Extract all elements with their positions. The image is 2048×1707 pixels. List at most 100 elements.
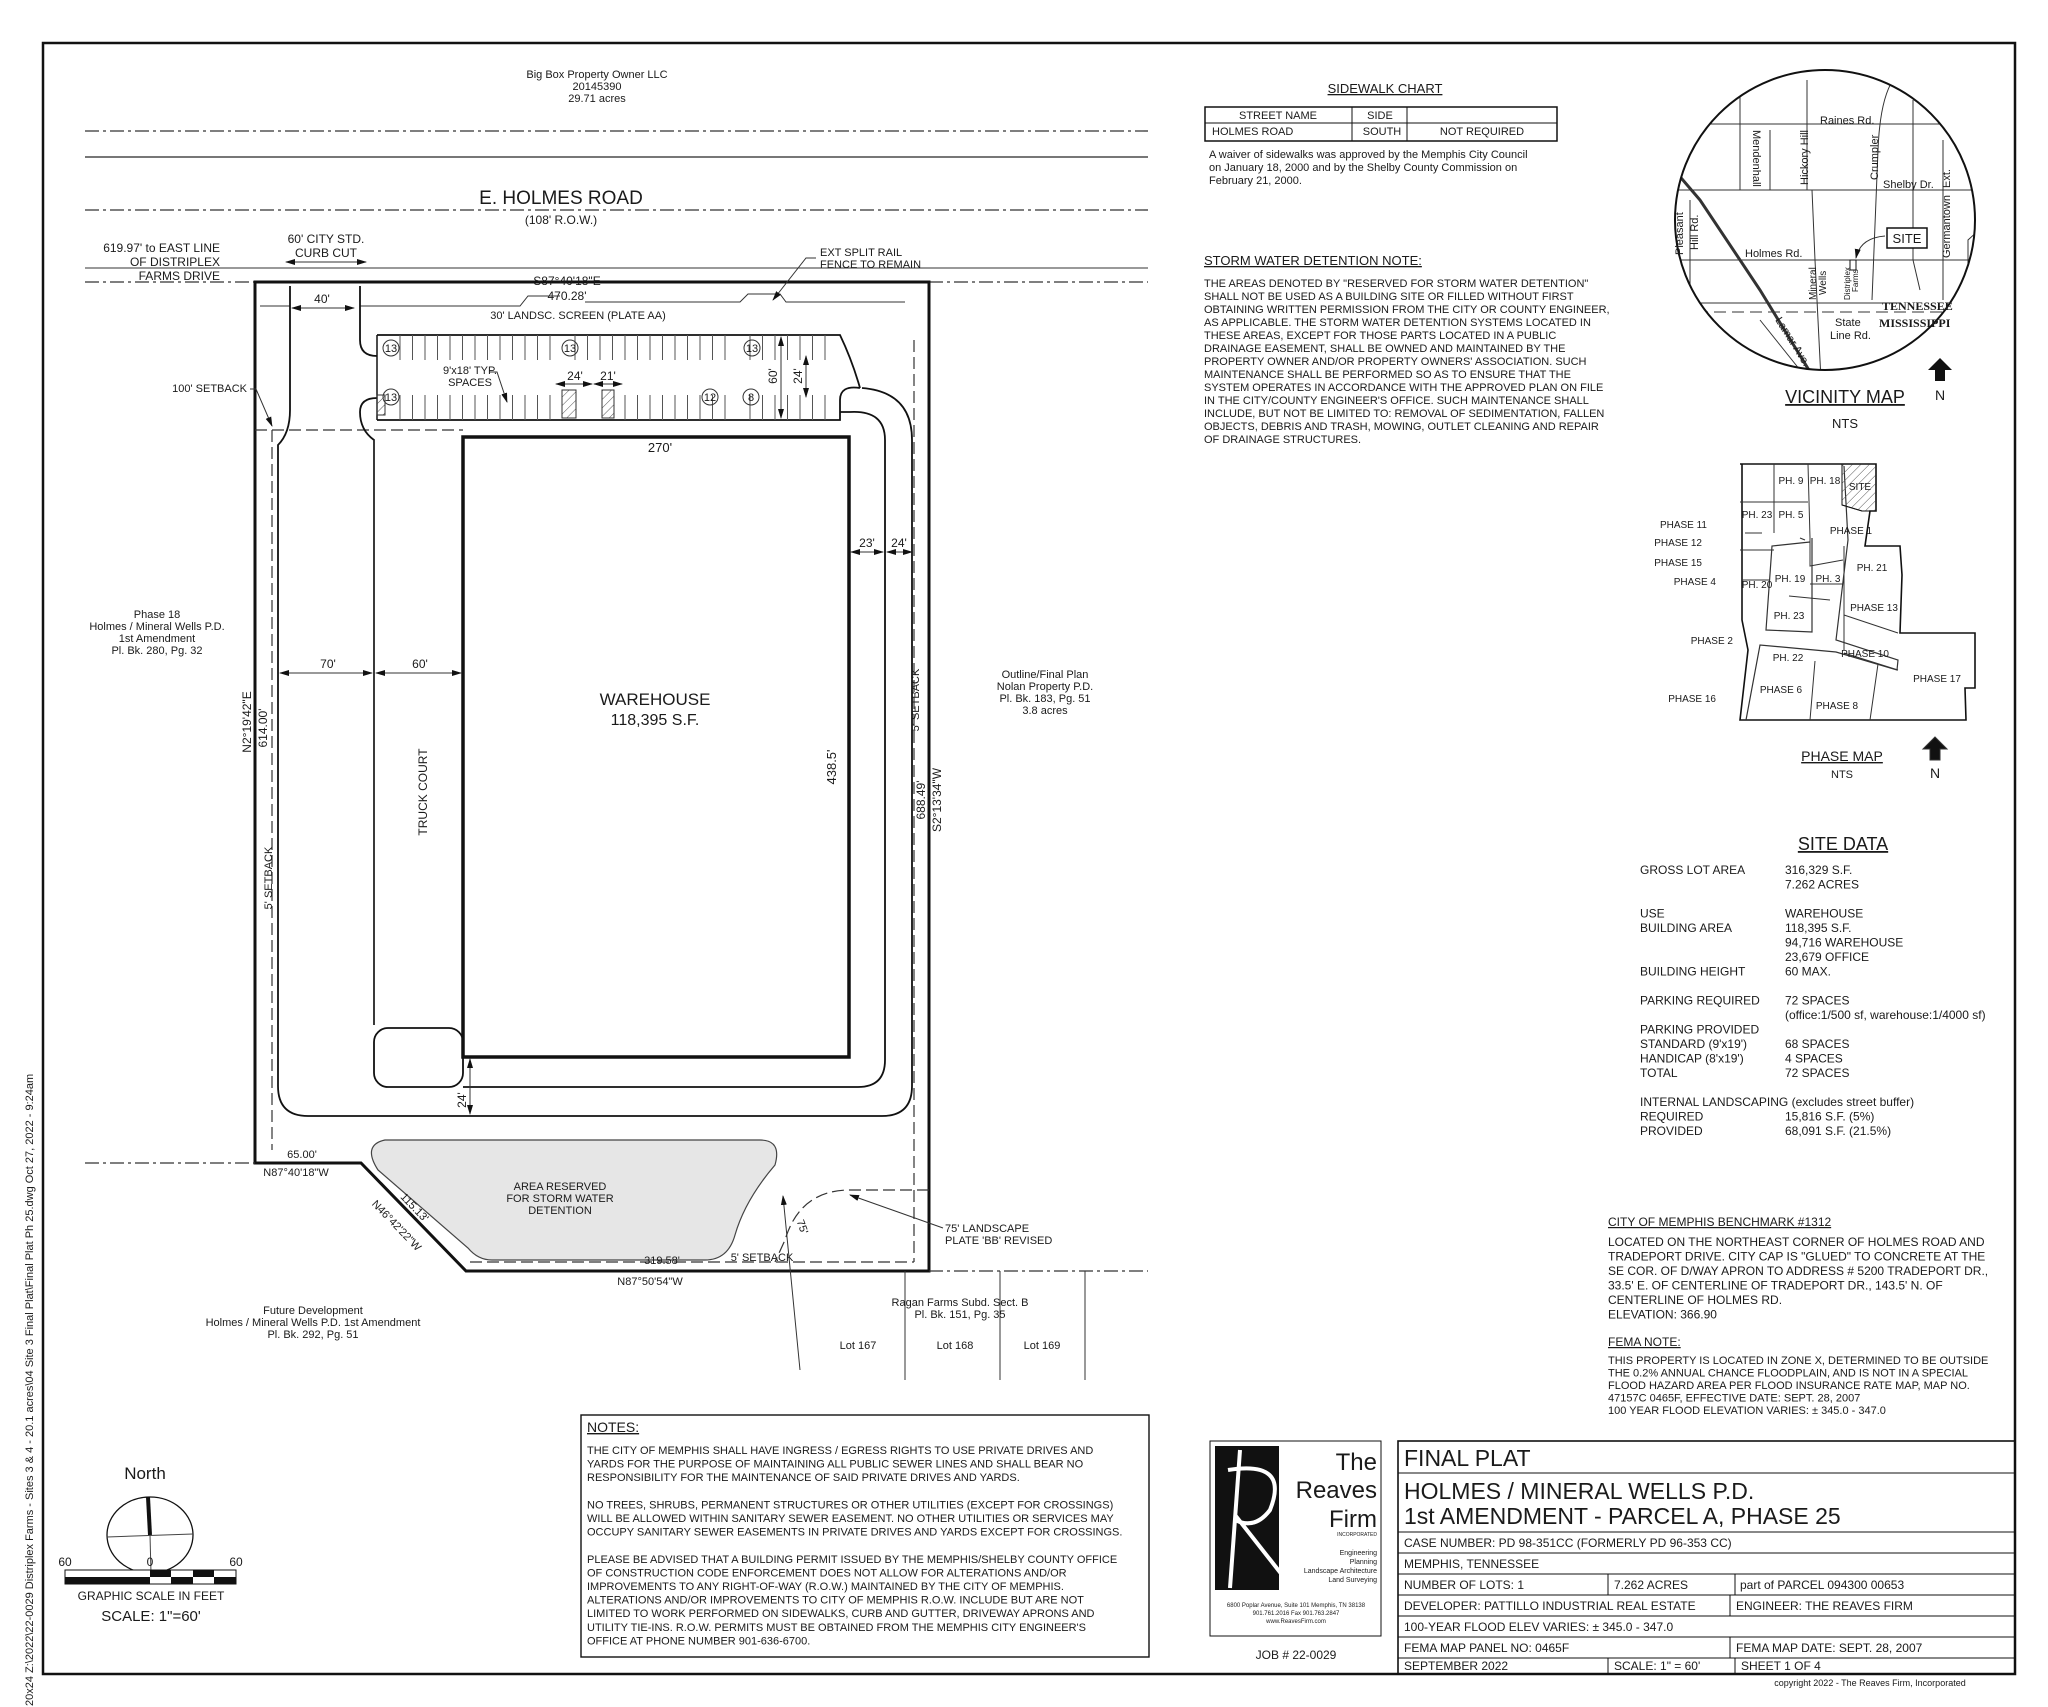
lot-169: Lot 169 — [1024, 1340, 1061, 1352]
vm-road-wells: Wells — [1818, 271, 1829, 295]
phase-label: PH. 21 — [1857, 563, 1888, 574]
vm-site-label: SITE — [1893, 231, 1922, 246]
parcel: part of PARCEL 094300 00653 — [1740, 1578, 1904, 1592]
waiver-line: February 21, 2000. — [1209, 175, 1302, 187]
fema-title: FEMA NOTE: — [1608, 1335, 1681, 1349]
east-line-note-2: OF DISTRIPLEX — [130, 255, 220, 269]
site-data-label: PARKING REQUIRED — [1640, 994, 1760, 1008]
scale-caption: GRAPHIC SCALE IN FEET — [78, 1589, 225, 1603]
number-of-lots: NUMBER OF LOTS: 1 — [1404, 1578, 1524, 1592]
fence-note-1: EXT SPLIT RAIL — [820, 247, 902, 259]
site-data-label: PARKING PROVIDED — [1640, 1023, 1759, 1037]
phase-callout: PHASE 16 — [1668, 694, 1716, 705]
south-owner-1: Ragan Farms Subd. Sect. B — [892, 1297, 1029, 1309]
site-data-label: INTERNAL LANDSCAPING (excludes street bu… — [1640, 1095, 1914, 1109]
landscape-note-1: 75' LANDSCAPE — [945, 1223, 1029, 1235]
notes-line: OFFICE AT PHONE NUMBER 901-636-6700. — [587, 1635, 810, 1647]
fema-note: FEMA NOTE: THIS PROPERTY IS LOCATED IN Z… — [1608, 1335, 1988, 1417]
north-distance: 470.28' — [548, 289, 587, 303]
east-owner-1: Outline/Final Plan — [1002, 669, 1089, 681]
sw-owner-3: Pl. Bk. 292, Pg. 51 — [267, 1329, 358, 1341]
warehouse-building — [461, 435, 851, 1059]
notes-line: LIMITED TO WORK PERFORMED ON SIDEWALKS, … — [587, 1608, 1095, 1620]
vm-road-distriplex: Distriplex — [1843, 267, 1852, 300]
east-distance: 688.49' — [914, 781, 928, 820]
dim-70: 70' — [320, 657, 336, 671]
landscape-note-2: PLATE 'BB' REVISED — [945, 1235, 1052, 1247]
vm-road-pleasant: Pleasant — [1674, 212, 1686, 255]
sheet-number: SHEET 1 OF 4 — [1741, 1659, 1821, 1673]
sidewalk-cell-side: SOUTH — [1363, 126, 1402, 138]
storm-note-line: OBTAINING WRITTEN PERMISSION FROM THE CI… — [1204, 304, 1610, 316]
vm-road-ext: Ext. — [1941, 169, 1953, 188]
parking-stalls — [399, 335, 826, 420]
typ-spaces-1: 9'x18' TYP. — [443, 365, 497, 377]
general-notes: NOTES: THE CITY OF MEMPHIS SHALL HAVE IN… — [580, 1414, 1150, 1658]
phase-label: PH. 9 — [1778, 476, 1803, 487]
west-owner-1: Phase 18 — [134, 609, 180, 621]
west-owner-2: Holmes / Mineral Wells P.D. — [89, 621, 224, 633]
sheet-border — [41, 41, 2017, 1676]
project-name-1: HOLMES / MINERAL WELLS P.D. — [1404, 1478, 1754, 1504]
east-owner-4: 3.8 acres — [1022, 705, 1068, 717]
site-data-label: GROSS LOT AREA — [1640, 863, 1745, 877]
phase-label: PH. 18 — [1810, 476, 1841, 487]
phase-label: PH. 23 — [1774, 611, 1805, 622]
fema-note-line: THE 0.2% ANNUAL CHANCE FLOODPLAIN, AND I… — [1608, 1368, 1968, 1380]
phase-label: PHASE 1 — [1830, 526, 1873, 537]
space-count: 13 — [385, 343, 397, 355]
site-data-label: HANDICAP (8'x19') — [1640, 1052, 1744, 1066]
west-setback: 5' SETBACK — [263, 846, 275, 909]
project-name-2: 1st AMENDMENT - PARCEL A, PHASE 25 — [1404, 1503, 1841, 1529]
storm-water-note: STORM WATER DETENTION NOTE: THE AREAS DE… — [1204, 253, 1610, 446]
sw-distance: 65.00' — [287, 1149, 317, 1161]
site-data-value: 68 SPACES — [1785, 1037, 1849, 1051]
site-data-value: 15,816 S.F. (5%) — [1785, 1110, 1874, 1124]
west-distance: 614.00' — [256, 709, 270, 748]
notes-line: PLEASE BE ADVISED THAT A BUILDING PERMIT… — [587, 1554, 1117, 1566]
vm-state-ms: MISSISSIPPI — [1879, 316, 1951, 330]
vm-road-mineral: Mineral — [1808, 267, 1819, 300]
vm-state-tn: TENNESSEE — [1882, 299, 1953, 313]
fema-note-line: THIS PROPERTY IS LOCATED IN ZONE X, DETE… — [1608, 1355, 1988, 1367]
accessible-aisle — [601, 389, 615, 419]
benchmark-line: 33.5' E. OF CENTERLINE OF TRADEPORT DR.,… — [1608, 1279, 1943, 1293]
firm-service: Landscape Architecture — [1304, 1568, 1377, 1575]
site-data-value: 72 SPACES — [1785, 1066, 1849, 1080]
south-setback: 5' SETBACK — [731, 1252, 794, 1264]
north-arrow-icon — [1921, 736, 1949, 761]
title-block — [1397, 1440, 2016, 1675]
phase-label: PHASE 17 — [1913, 674, 1961, 685]
engineer: ENGINEER: THE REAVES FIRM — [1736, 1599, 1913, 1613]
site-data-value: 316,329 S.F. — [1785, 863, 1852, 877]
phase-callout: PHASE 4 — [1674, 577, 1717, 588]
site-data-value: 60 MAX. — [1785, 965, 1831, 979]
space-count-badges: 13 13 13 13 12 8 — [382, 339, 761, 406]
waiver-line: A waiver of sidewalks was approved by th… — [1209, 149, 1528, 161]
phase-label: SITE — [1849, 482, 1872, 493]
fema-note-line: 47157C 0465F, EFFECTIVE DATE: SEPT. 28, … — [1608, 1393, 1860, 1405]
phase-label: PH. 22 — [1773, 653, 1804, 664]
south-distance: 319.58' — [644, 1255, 680, 1267]
dim-24-south: 24' — [455, 1092, 469, 1108]
phase-callout: PHASE 15 — [1654, 558, 1702, 569]
road-row: (108' R.O.W.) — [525, 213, 597, 227]
north-owner-2: 20145390 — [573, 81, 622, 93]
dim-21-hc: 21' — [600, 369, 616, 383]
space-count: 13 — [385, 392, 397, 404]
dim-60-court: 60' — [412, 657, 428, 671]
dim-24-drive: 24' — [891, 536, 907, 550]
notes-line: NO TREES, SHRUBS, PERMANENT STRUCTURES O… — [587, 1499, 1113, 1511]
dim-60-parking: 60' — [766, 368, 780, 384]
vm-road-mendenhall: Mendenhall — [1750, 130, 1762, 187]
plat-scale: SCALE: 1" = 60' — [1614, 1659, 1700, 1673]
storm-note-line: SHALL NOT BE USED AS A BUILDING SITE OR … — [1204, 291, 1574, 303]
firm-service: Land Surveying — [1328, 1577, 1377, 1584]
pm-title: PHASE MAP — [1801, 748, 1883, 764]
title-block-text: FINAL PLAT HOLMES / MINERAL WELLS P.D. 1… — [1404, 1445, 1966, 1688]
storm-note-line: DRAINAGE EASEMENT, SHALL BE OWNED AND MA… — [1204, 343, 1565, 355]
building-name: WAREHOUSE — [600, 690, 711, 709]
scale-tick-right: 60 — [229, 1555, 243, 1569]
flood-elev: 100-YEAR FLOOD ELEV VARIES: ± 345.0 - 34… — [1404, 1620, 1673, 1634]
dim-24-aisle: 24' — [791, 368, 805, 384]
